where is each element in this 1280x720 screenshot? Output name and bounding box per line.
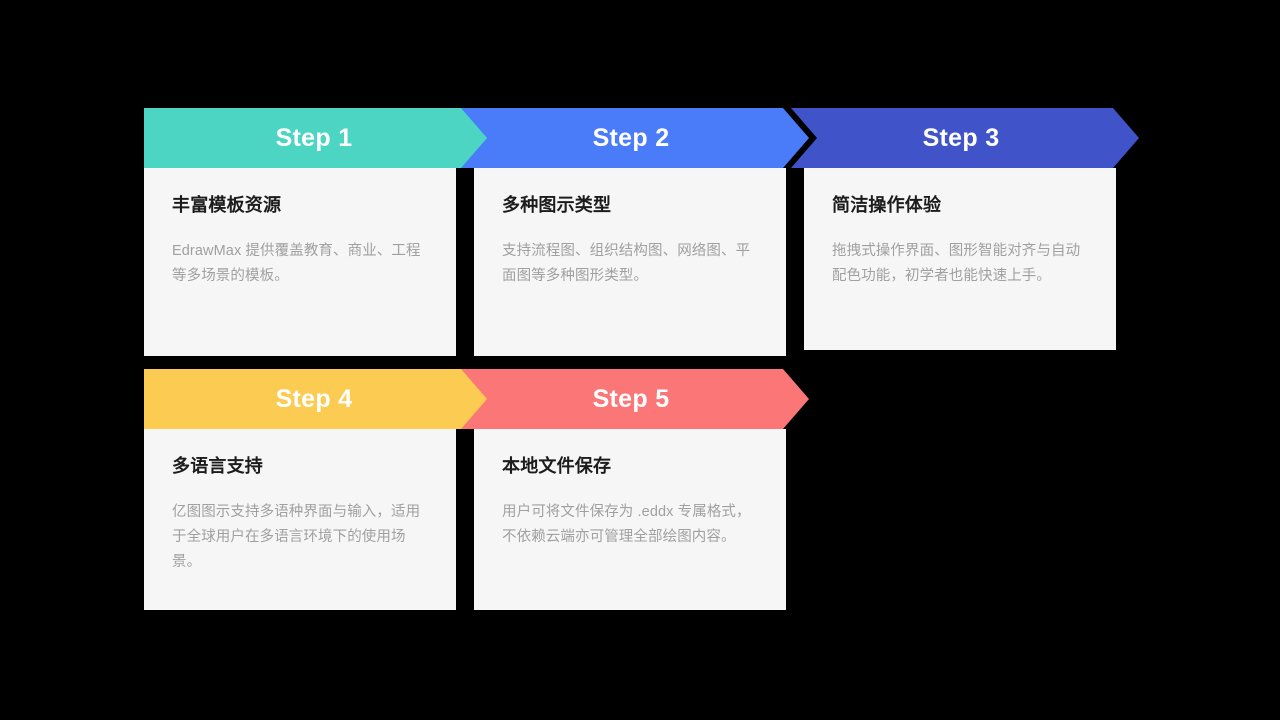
step-body-5: 本地文件保存 用户可将文件保存为 .eddx 专属格式，不依赖云端亦可管理全部绘… bbox=[474, 429, 786, 610]
step-title-2: 多种图示类型 bbox=[502, 195, 612, 215]
step-title-5: 本地文件保存 bbox=[502, 456, 612, 476]
step-card-3[interactable]: Step 3 简洁操作体验 拖拽式操作界面、图形智能对齐与自动配色功能，初学者也… bbox=[791, 108, 1151, 356]
step-label-4: Step 4 bbox=[275, 384, 353, 413]
step-header-5[interactable]: Step 5 bbox=[461, 369, 809, 429]
step-desc-5: 用户可将文件保存为 .eddx 专属格式，不依赖云端亦可管理全部绘图内容。 bbox=[502, 504, 751, 546]
step-card-1[interactable]: Step 1 丰富模板资源 EdrawMax 提供覆盖教育、商业、工程等多场景的… bbox=[144, 108, 504, 356]
step-header-1[interactable]: Step 1 bbox=[144, 108, 492, 168]
step-header-3[interactable]: Step 3 bbox=[791, 108, 1139, 168]
step-label-1: Step 1 bbox=[275, 123, 353, 152]
step-header-4[interactable]: Step 4 bbox=[144, 369, 492, 429]
step-card-5[interactable]: Step 5 本地文件保存 用户可将文件保存为 .eddx 专属格式，不依赖云端… bbox=[461, 369, 821, 611]
step-body-2: 多种图示类型 支持流程图、组织结构图、网络图、平面图等多种图形类型。 bbox=[474, 168, 786, 356]
step-title-3: 简洁操作体验 bbox=[832, 195, 942, 215]
step-card-2[interactable]: Step 2 多种图示类型 支持流程图、组织结构图、网络图、平面图等多种图形类型… bbox=[461, 108, 821, 356]
step-label-5: Step 5 bbox=[592, 384, 670, 413]
step-body-3: 简洁操作体验 拖拽式操作界面、图形智能对齐与自动配色功能，初学者也能快速上手。 bbox=[804, 168, 1116, 350]
step-body-4: 多语言支持 亿图图示支持多语种界面与输入，适用于全球用户在多语言环境下的使用场景… bbox=[144, 429, 456, 610]
step-card-4[interactable]: Step 4 多语言支持 亿图图示支持多语种界面与输入，适用于全球用户在多语言环… bbox=[144, 369, 504, 611]
step-desc-1: EdrawMax 提供覆盖教育、商业、工程等多场景的模板。 bbox=[172, 243, 421, 285]
step-body-1: 丰富模板资源 EdrawMax 提供覆盖教育、商业、工程等多场景的模板。 bbox=[144, 168, 456, 356]
step-title-1: 丰富模板资源 bbox=[172, 195, 282, 215]
step-desc-4: 亿图图示支持多语种界面与输入，适用于全球用户在多语言环境下的使用场景。 bbox=[172, 504, 421, 571]
step-title-4: 多语言支持 bbox=[172, 456, 263, 476]
step-desc-3: 拖拽式操作界面、图形智能对齐与自动配色功能，初学者也能快速上手。 bbox=[832, 243, 1081, 285]
step-label-3: Step 3 bbox=[922, 123, 1000, 152]
step-desc-2: 支持流程图、组织结构图、网络图、平面图等多种图形类型。 bbox=[502, 243, 751, 285]
step-label-2: Step 2 bbox=[592, 123, 670, 152]
step-header-2[interactable]: Step 2 bbox=[461, 108, 809, 168]
